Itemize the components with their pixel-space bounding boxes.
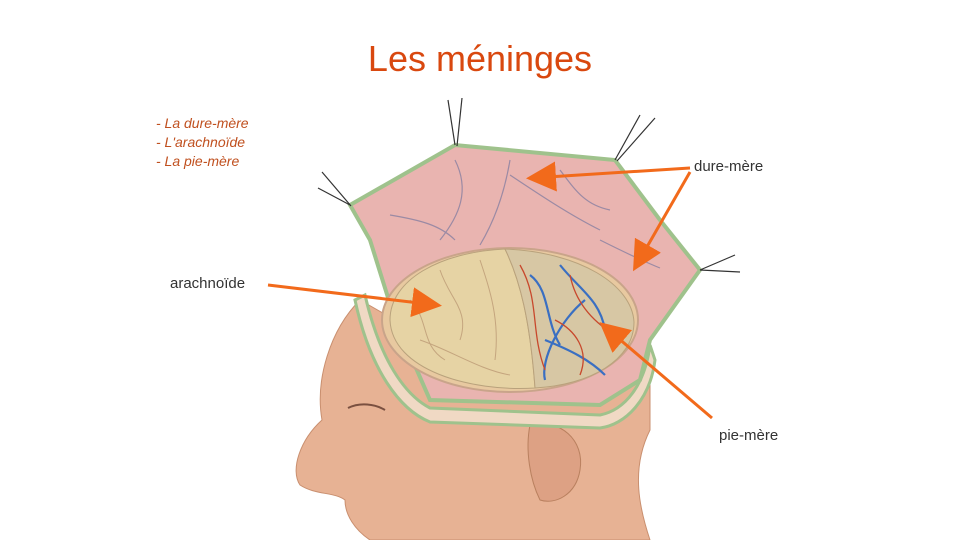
arrow-arachnoid	[267, 283, 442, 318]
label-pia-mater: pie-mère	[719, 427, 779, 444]
arrow-dura-top	[526, 161, 691, 192]
label-arachnoid: arachnoïde	[170, 275, 246, 292]
list-item-arachnoid: - L'arachnoïde	[156, 134, 246, 150]
eye	[347, 403, 386, 411]
ear	[527, 423, 582, 502]
label-arrows	[267, 161, 713, 420]
list-item-dura: - La dure-mère	[156, 115, 249, 131]
list-item-pia: - La pie-mère	[156, 153, 240, 169]
retractor-pins	[317, 97, 741, 273]
arrow-dura-side	[633, 171, 692, 272]
dura-vessels	[389, 159, 661, 269]
label-dura-mater: dure-mère	[694, 158, 764, 175]
meninges-layer-list: - La dure-mère - L'arachnoïde - La pie-m…	[156, 114, 249, 171]
arrow-pia	[599, 322, 713, 420]
skull-rim	[353, 292, 657, 430]
page-title: Les méninges	[367, 38, 593, 79]
arachnoid-texture	[409, 259, 511, 376]
pia-vessels-blue	[529, 264, 607, 381]
